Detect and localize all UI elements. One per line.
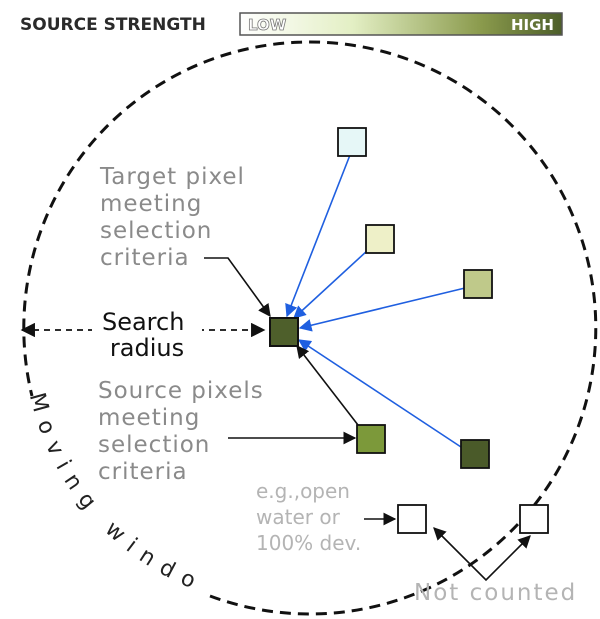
- target-pixel: [269, 317, 299, 347]
- search-label-bg: [92, 306, 202, 360]
- example-label-line-1: e.g.,open: [256, 479, 350, 503]
- source-strength-legend: SOURCE STRENGTH LOW HIGH: [20, 12, 563, 36]
- search-radius-label: Search radius: [102, 308, 192, 362]
- target-label-line-4: criteria: [100, 245, 190, 271]
- not-counted-arrows: [433, 527, 531, 582]
- legend-low-label: LOW: [248, 16, 287, 34]
- target-label-line-2: meeting: [100, 191, 202, 217]
- not-counted-pixel-2: [519, 504, 549, 534]
- arrow-from-light-cyan: [285, 154, 351, 318]
- source-pixel-light-cyan: [337, 127, 367, 157]
- arrow-from-medium-green: [296, 344, 359, 426]
- pixels: [269, 127, 549, 534]
- source-pixel-medium-green: [356, 424, 386, 454]
- source-label-line-3: selection: [98, 432, 210, 458]
- search-label-line-1: Search: [102, 308, 184, 336]
- arrow-from-light-olive: [298, 287, 466, 332]
- moving-window-text: Moving window: [0, 0, 198, 598]
- example-label-line-2: water or: [256, 505, 341, 529]
- source-label-line-2: meeting: [98, 405, 200, 431]
- legend-title: SOURCE STRENGTH: [20, 15, 206, 35]
- source-to-target-arrows: [285, 154, 466, 448]
- source-label-line-4: criteria: [98, 459, 188, 485]
- source-pixel-light-olive: [463, 269, 493, 299]
- target-pixel-label: Target pixel meeting selection criteria: [99, 164, 253, 271]
- arrow-from-dark-green: [297, 339, 462, 448]
- search-label-line-2: radius: [110, 334, 184, 362]
- moving-window-label: Moving window: [0, 0, 208, 598]
- source-label-line-1: Source pixels: [98, 378, 264, 404]
- legend-gradient-bar: [239, 12, 563, 36]
- example-label: e.g.,open water or 100% dev.: [256, 479, 361, 555]
- legend-high-label: HIGH: [511, 16, 554, 34]
- not-counted-pixel-1: [397, 504, 427, 534]
- source-pixel-pale-yellow: [365, 224, 395, 254]
- source-pixels-label: Source pixels meeting selection criteria: [98, 378, 272, 485]
- target-label-arrow: [204, 257, 271, 318]
- moving-window-circle: [22, 40, 598, 616]
- target-label-line-1: Target pixel: [99, 164, 245, 190]
- target-label-line-3: selection: [100, 218, 212, 244]
- source-pixel-dark-green: [460, 439, 490, 469]
- example-label-line-3: 100% dev.: [256, 531, 361, 555]
- arrow-from-pale-yellow: [293, 249, 369, 319]
- not-counted-label: Not counted: [414, 580, 577, 606]
